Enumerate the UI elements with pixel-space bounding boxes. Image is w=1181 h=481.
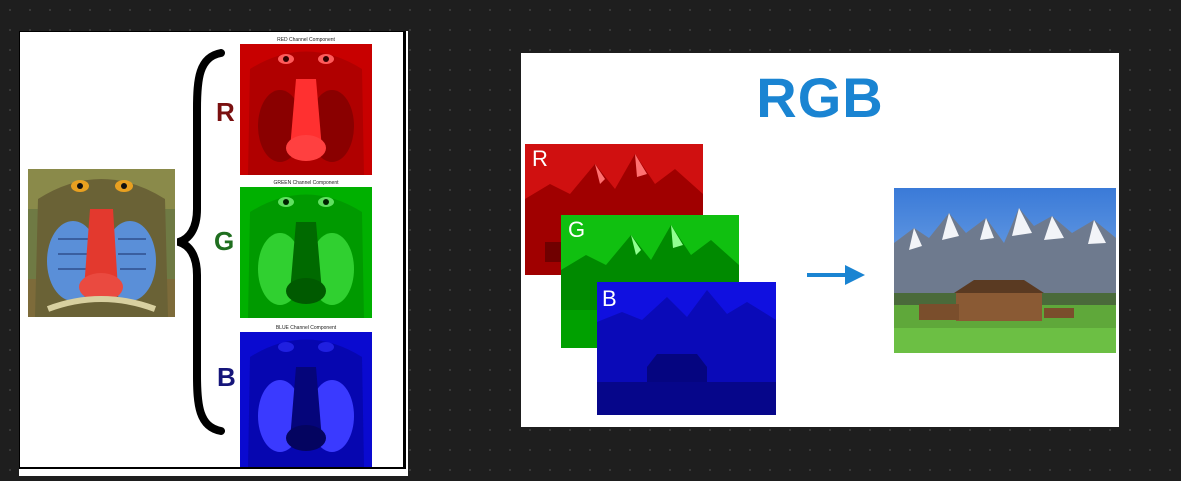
- blue-layer-image: [597, 282, 776, 415]
- landscape-color-image: [894, 188, 1116, 353]
- right-figure-panel: RGB R G B: [521, 53, 1119, 427]
- blue-layer-label: B: [602, 286, 617, 311]
- left-figure-panel: R G B RED Channel Component GREEN Channe…: [19, 31, 408, 476]
- blue-channel-caption: BLUE Channel Component: [275, 325, 337, 331]
- mandrill-original-image: [28, 169, 175, 317]
- red-channel-caption: RED Channel Component: [277, 37, 335, 43]
- rgb-title: RGB: [756, 66, 884, 129]
- green-channel-caption: GREEN Channel Component: [273, 180, 339, 186]
- green-channel-image: [240, 187, 372, 318]
- curly-brace-icon: [177, 49, 225, 435]
- blue-channel-image: [240, 332, 372, 467]
- left-figure-frame: [19, 31, 406, 469]
- red-layer-label: R: [532, 146, 548, 171]
- green-layer-label: G: [568, 217, 586, 242]
- arrow-right-icon: [807, 265, 865, 285]
- red-channel-image: [240, 44, 372, 175]
- channel-letter-g: G: [214, 226, 235, 256]
- channel-letter-r: R: [216, 97, 235, 127]
- channel-letter-b: B: [217, 362, 236, 392]
